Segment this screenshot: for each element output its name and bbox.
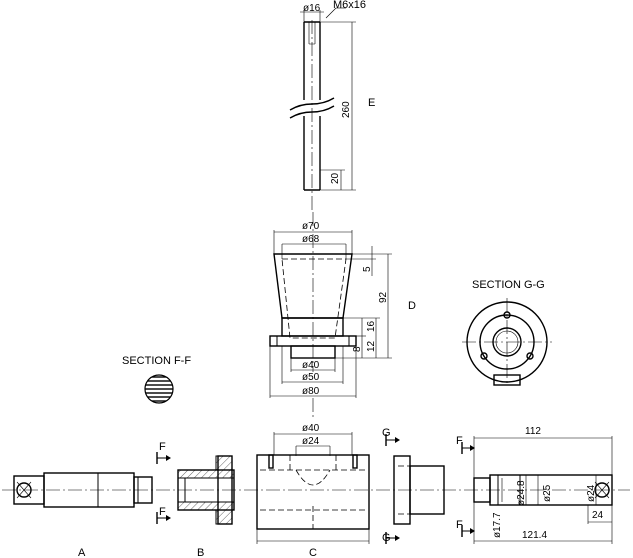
view-d-funnel — [269, 212, 392, 398]
funnel-dim-8: 8 — [352, 346, 363, 352]
section-gg-title: SECTION G-G — [472, 279, 545, 291]
section-gg — [462, 298, 552, 386]
funnel-dia-68: ø68 — [302, 234, 320, 245]
view-label-b: B — [197, 547, 204, 558]
view-label-c: C — [309, 547, 317, 558]
funnel-dia-70: ø70 — [302, 221, 320, 232]
view-c-body — [256, 432, 370, 544]
body-dia-24: ø24 — [302, 436, 320, 447]
shaft-dia-177: ø17.7 — [492, 512, 503, 538]
shaft-len-1214: 121.4 — [522, 530, 547, 541]
view-flange-part — [393, 455, 445, 525]
funnel-dia-50: ø50 — [302, 372, 320, 383]
shaft-len-24: 24 — [592, 510, 604, 521]
view-label-e: E — [368, 97, 375, 109]
rod-length: 260 — [341, 101, 352, 118]
view-a-shaft-left — [13, 472, 153, 508]
rod-thread: M6x16 — [333, 0, 366, 11]
section-ff-title: SECTION F-F — [122, 355, 191, 367]
section-ff — [144, 374, 174, 404]
body-dia-40: ø40 — [302, 423, 320, 434]
view-label-d: D — [408, 300, 416, 312]
shaft-dia-248: ø24.8 — [516, 480, 527, 506]
shaft-dia-25: ø25 — [542, 484, 553, 502]
cut-plane-f-right — [461, 442, 475, 537]
view-label-a: A — [78, 547, 86, 558]
cut-f-right-top: F — [456, 435, 463, 447]
view-b-bushing — [177, 455, 235, 525]
shaft-dia-24: ø24 — [586, 484, 597, 502]
view-a-shaft-right — [473, 436, 613, 544]
view-e-rod — [289, 7, 356, 210]
funnel-dia-80: ø80 — [302, 386, 320, 397]
funnel-dim-16: 16 — [366, 320, 377, 332]
funnel-dim-92: 92 — [378, 291, 389, 303]
funnel-dim-5: 5 — [362, 266, 373, 272]
funnel-dia-40: ø40 — [302, 360, 320, 371]
shaft-len-112: 112 — [525, 426, 541, 437]
rod-diameter: ø16 — [303, 3, 321, 14]
cut-plane-f-left — [156, 452, 171, 524]
cut-f-left-bottom: F — [159, 506, 166, 518]
cut-f-right-bottom: F — [456, 519, 463, 531]
cut-g-top: G — [382, 427, 391, 439]
cut-plane-g — [385, 434, 400, 544]
funnel-dim-12: 12 — [366, 340, 377, 352]
cut-f-left-top: F — [159, 441, 166, 453]
rod-tip-length: 20 — [330, 172, 341, 184]
cut-g-bottom: G — [382, 532, 391, 544]
